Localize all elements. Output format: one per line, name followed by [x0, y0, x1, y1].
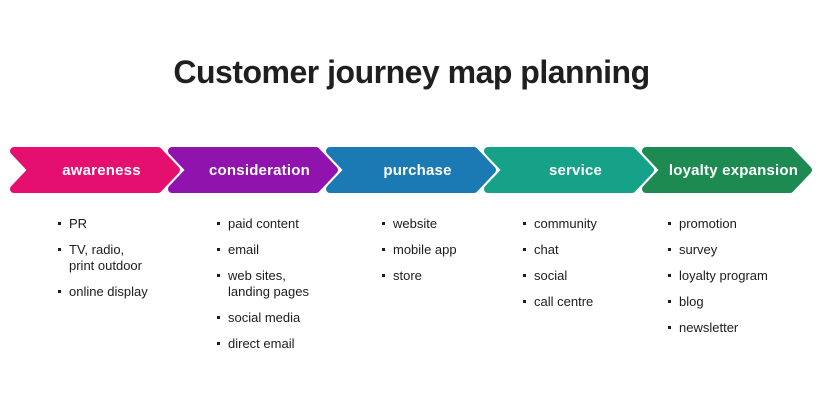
- list-item: TV, radio,print outdoor: [58, 242, 168, 274]
- square-bullet-icon: [382, 248, 385, 251]
- stage-label: consideration: [209, 161, 310, 179]
- list-item-text: store: [393, 268, 422, 283]
- square-bullet-icon: [217, 222, 220, 225]
- list-item-text: PR: [69, 216, 88, 231]
- stage-arrow-awareness: awareness: [10, 147, 181, 193]
- square-bullet-icon: [217, 342, 220, 345]
- stage-list-purchase: website mobile app store: [326, 216, 484, 362]
- list-item-text: social: [534, 268, 568, 283]
- list-item-text: direct email: [228, 336, 295, 351]
- stage-lists-row: PR TV, radio,print outdoor online display p…: [10, 216, 823, 362]
- list-item-text: chat: [534, 242, 559, 257]
- square-bullet-icon: [523, 248, 526, 251]
- stage-label: purchase: [383, 161, 452, 179]
- stage-label: awareness: [62, 161, 141, 179]
- list-item: mobile app: [382, 242, 484, 258]
- list-item: paid content: [217, 216, 326, 232]
- square-bullet-icon: [668, 222, 671, 225]
- stage-arrow-row: awareness consideration purchase service loy…: [10, 147, 823, 193]
- square-bullet-icon: [382, 222, 385, 225]
- square-bullet-icon: [58, 290, 61, 293]
- list-item: newsletter: [668, 320, 823, 336]
- stage-arrow-service: service: [484, 147, 655, 193]
- list-item: email: [217, 242, 326, 258]
- chevron-ribbon-shape: [484, 147, 654, 193]
- square-bullet-icon: [217, 316, 220, 319]
- square-bullet-icon: [523, 300, 526, 303]
- page-title: Customer journey map planning: [173, 54, 650, 90]
- list-item-text: social media: [228, 310, 301, 325]
- chevron-ribbon-shape: [168, 147, 338, 193]
- square-bullet-icon: [217, 248, 220, 251]
- square-bullet-icon: [668, 274, 671, 277]
- list-item: community: [523, 216, 642, 232]
- list-item: social media: [217, 310, 326, 326]
- square-bullet-icon: [668, 300, 671, 303]
- list-item-text: mobile app: [393, 242, 457, 257]
- list-item-text: promotion: [679, 216, 737, 231]
- list-item: web sites,landing pages: [217, 268, 326, 300]
- list-item: online display: [58, 284, 168, 300]
- list-item: survey: [668, 242, 823, 258]
- square-bullet-icon: [523, 222, 526, 225]
- list-item: loyalty program: [668, 268, 823, 284]
- square-bullet-icon: [668, 326, 671, 329]
- stage-list-awareness: PR TV, radio,print outdoor online display: [10, 216, 168, 362]
- list-item-text: blog: [679, 294, 704, 309]
- square-bullet-icon: [58, 222, 61, 225]
- list-item: chat: [523, 242, 642, 258]
- square-bullet-icon: [217, 274, 220, 277]
- list-item-text: newsletter: [679, 320, 739, 335]
- square-bullet-icon: [523, 274, 526, 277]
- chevron-ribbon-shape: [326, 147, 496, 193]
- list-item: direct email: [217, 336, 326, 352]
- list-item: social: [523, 268, 642, 284]
- list-item-text: survey: [679, 242, 718, 257]
- list-item-text: community: [534, 216, 597, 231]
- stage-list-consideration: paid content email web sites,landing pages…: [168, 216, 326, 362]
- square-bullet-icon: [382, 274, 385, 277]
- list-item: website: [382, 216, 484, 232]
- list-item-text: paid content: [228, 216, 299, 231]
- square-bullet-icon: [668, 248, 671, 251]
- stage-list-service: community chat social call centre: [484, 216, 642, 362]
- chevron-ribbon-shape: [10, 147, 180, 193]
- stage-arrow-purchase: purchase: [326, 147, 497, 193]
- list-item: store: [382, 268, 484, 284]
- list-item-text: website: [393, 216, 438, 231]
- list-item-text: web sites,landing pages: [228, 268, 309, 299]
- list-item-text: TV, radio,print outdoor: [69, 242, 142, 273]
- stage-arrow-loyalty-expansion: loyalty expansion: [642, 147, 813, 193]
- square-bullet-icon: [58, 248, 61, 251]
- stage-label: service: [548, 161, 603, 179]
- stage-arrow-consideration: consideration: [168, 147, 339, 193]
- list-item-text: online display: [69, 284, 148, 299]
- list-item: call centre: [523, 294, 642, 310]
- list-item: PR: [58, 216, 168, 232]
- stage-list-loyalty-expansion: promotion survey loyalty program blog newsle…: [642, 216, 823, 362]
- list-item: promotion: [668, 216, 823, 232]
- stage-label: loyalty expansion: [668, 161, 799, 179]
- list-item-text: loyalty program: [679, 268, 768, 283]
- list-item: blog: [668, 294, 823, 310]
- list-item-text: call centre: [534, 294, 594, 309]
- list-item-text: email: [228, 242, 260, 257]
- chevron-ribbon-shape: [642, 147, 812, 193]
